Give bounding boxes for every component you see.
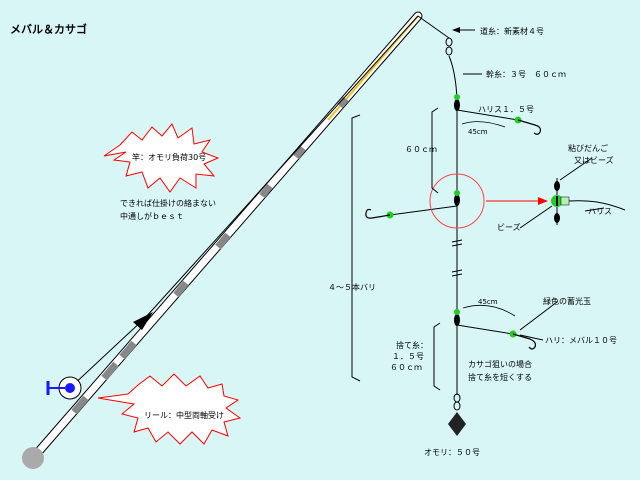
label-kasago-note-1: カサゴ狙いの場合 (468, 359, 532, 369)
label-len-45-lower: 45cm (478, 298, 498, 306)
detail-arrow-icon (538, 197, 548, 205)
middle-branch (365, 173, 548, 229)
branch-range-bracket (351, 114, 361, 382)
label-rod-note: 竿：オモリ負荷30号 (132, 152, 206, 162)
swivel-top-icon (445, 37, 453, 47)
fishing-rod (22, 11, 423, 469)
label-reel: リール：中型両軸受け (144, 410, 224, 420)
hook-icon (517, 119, 542, 135)
rig (365, 15, 548, 436)
label-harisu-inset: ハリス (588, 207, 612, 216)
hook-icon (365, 208, 391, 219)
lower-branch (454, 309, 537, 350)
bead-detail-inset (551, 178, 626, 225)
detail-circle (429, 173, 485, 229)
label-branch-count: ４～５本バリ (328, 282, 376, 292)
label-sute-ito-1: 捨て糸： (396, 340, 428, 350)
label-sute-ito-2: １．５号 (392, 352, 424, 361)
upper-branch (454, 94, 542, 135)
reel (46, 376, 82, 400)
label-line-note-2: 中通しがｂｅｓｔ (120, 211, 184, 221)
label-len-45-upper: 45cm (468, 128, 488, 136)
sinker-icon (448, 412, 466, 436)
spacing-bracket (431, 107, 439, 194)
diagram-title: メバル＆カサゴ (10, 22, 87, 36)
label-beads: ビーズ (497, 222, 521, 232)
rod-guide-segments (71, 96, 349, 415)
label-len-60: ６０ｃｍ (405, 145, 437, 154)
label-michi-ito: 道糸：新素材４号 (480, 26, 544, 36)
label-harisu-upper: ハリス１．５号 (478, 105, 534, 114)
label-kasago-note-2: 捨て糸を短くする (468, 372, 532, 382)
sinker-line-bracket (433, 322, 441, 391)
label-sute-ito-3: ６０ｃｍ (390, 363, 422, 372)
swivel-bottom-icon (453, 393, 461, 403)
reel-note-burst (97, 373, 242, 445)
hook-icon (512, 333, 537, 350)
label-mata-beads: 又はビーズ (574, 155, 614, 165)
label-sinker: オモリ：５０号 (424, 448, 480, 457)
label-line-note-1: できれば仕掛けの絡まない (120, 198, 216, 208)
line-arrow-icon (133, 312, 153, 330)
label-hook: ハリ：メバル１０号 (545, 336, 617, 345)
rod-butt-cap (22, 447, 44, 469)
label-nenjiri: 粘びだんご (568, 143, 608, 153)
rod-note-burst (103, 123, 220, 193)
label-glow-bead: 緑色の蓄光玉 (543, 296, 591, 306)
label-mikiito: 幹糸：３号 ６０ｃｍ (486, 69, 566, 79)
